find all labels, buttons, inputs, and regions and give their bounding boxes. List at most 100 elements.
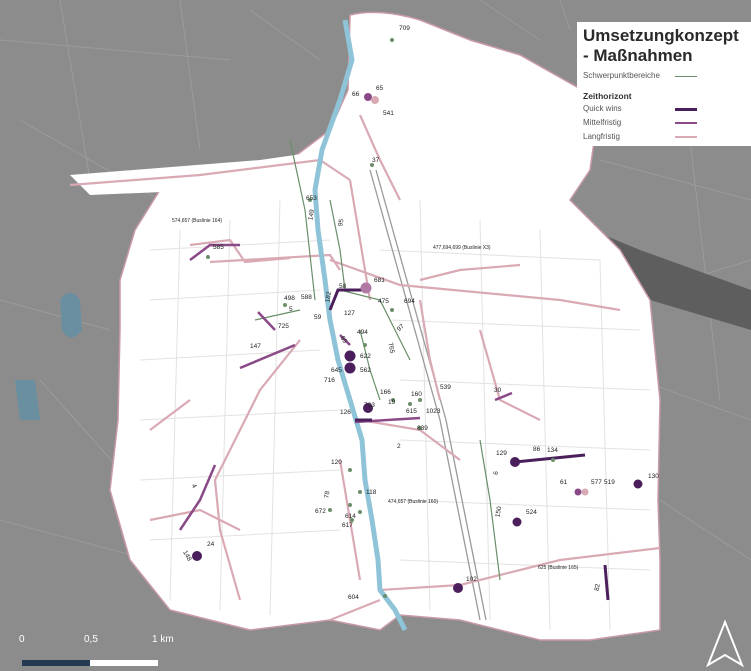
- point-524: [512, 517, 522, 527]
- svg-text:134: 134: [547, 447, 558, 454]
- scale-label-half: 0,5: [84, 634, 98, 645]
- svg-text:24: 24: [207, 541, 215, 548]
- long-term-routes: [69, 114, 661, 622]
- svg-text:148: 148: [181, 550, 193, 563]
- legend-medium-term-label: Mittelfristig: [583, 118, 622, 127]
- svg-text:37: 37: [372, 157, 380, 164]
- svg-text:129: 129: [496, 450, 507, 457]
- svg-text:4: 4: [190, 483, 198, 490]
- svg-text:126: 126: [340, 409, 351, 416]
- svg-text:130: 130: [648, 473, 659, 480]
- northwest-strip: [70, 150, 350, 195]
- svg-text:645: 645: [331, 367, 342, 374]
- svg-text:59: 59: [314, 314, 322, 321]
- svg-text:19: 19: [388, 399, 396, 406]
- legend-title: Umsetzungkonzept - Maßnahmen: [583, 26, 739, 65]
- svg-text:716: 716: [324, 377, 335, 384]
- measure-points: [192, 38, 643, 598]
- legend-focus-label: Schwerpunktbereiche: [583, 71, 660, 80]
- svg-text:725: 725: [278, 323, 289, 330]
- svg-text:160: 160: [411, 391, 422, 398]
- svg-text:498: 498: [284, 295, 295, 302]
- pond-west: [15, 380, 40, 420]
- legend-long-term-label: Langfristig: [583, 132, 620, 141]
- point-577: [581, 488, 589, 496]
- svg-text:127: 127: [344, 310, 355, 317]
- svg-text:604: 604: [348, 594, 359, 601]
- legend-time-horizon: Zeithorizont: [583, 91, 632, 101]
- lake-west: [60, 292, 82, 338]
- svg-text:519: 519: [604, 479, 615, 486]
- svg-text:474,657 (Buslinie 160): 474,657 (Buslinie 160): [388, 499, 438, 505]
- svg-text:681: 681: [374, 277, 385, 284]
- svg-text:617: 617: [342, 522, 353, 529]
- svg-text:95: 95: [337, 218, 345, 227]
- medium-term-routes: [178, 243, 513, 531]
- point-65: [371, 96, 379, 104]
- svg-text:541: 541: [383, 110, 394, 117]
- svg-text:61: 61: [560, 479, 568, 486]
- svg-text:118: 118: [366, 489, 377, 496]
- legend-focus-swatch: [675, 76, 697, 77]
- legend-quick-wins-swatch: [675, 108, 697, 111]
- point-129: [510, 457, 520, 467]
- svg-text:147: 147: [250, 343, 261, 350]
- point-562: [344, 362, 356, 374]
- svg-text:653: 653: [306, 195, 317, 202]
- svg-text:709: 709: [399, 25, 410, 32]
- svg-text:6: 6: [493, 470, 501, 475]
- north-arrow-icon: [706, 619, 744, 668]
- svg-text:614: 614: [345, 513, 356, 520]
- svg-text:477,694,699 (Buslinie X3): 477,694,699 (Buslinie X3): [433, 245, 491, 251]
- svg-text:102: 102: [466, 576, 477, 583]
- svg-text:66: 66: [352, 91, 360, 98]
- svg-text:1023: 1023: [426, 408, 441, 415]
- svg-text:694: 694: [404, 298, 415, 305]
- legend-quick-wins-label: Quick wins: [583, 104, 622, 113]
- rail-lines: [369, 169, 487, 621]
- svg-text:166: 166: [380, 389, 391, 396]
- svg-text:82: 82: [594, 583, 602, 592]
- svg-text:58: 58: [339, 283, 347, 290]
- quick-wins-routes: [328, 288, 610, 601]
- svg-text:639: 639: [417, 425, 428, 432]
- svg-text:65: 65: [376, 85, 384, 92]
- svg-text:97: 97: [396, 323, 406, 333]
- svg-text:585: 585: [213, 244, 224, 251]
- point-130: [633, 479, 643, 489]
- svg-text:588: 588: [301, 294, 312, 301]
- point-681: [360, 282, 372, 294]
- river: [312, 19, 408, 632]
- point-61: [574, 488, 582, 496]
- svg-text:765: 765: [386, 342, 395, 354]
- svg-text:149: 149: [307, 209, 316, 221]
- svg-text:78: 78: [323, 490, 331, 499]
- svg-text:65: 65: [339, 335, 349, 345]
- svg-text:524: 524: [526, 509, 537, 516]
- svg-text:494: 494: [357, 329, 368, 336]
- scale-bar: [22, 660, 158, 666]
- point-24: [192, 551, 202, 561]
- point-102: [453, 583, 463, 593]
- svg-text:574,657 (Buslinie 164): 574,657 (Buslinie 164): [172, 218, 222, 224]
- scale-label-1km: 1 km: [152, 634, 174, 645]
- svg-text:120: 120: [331, 459, 342, 466]
- scale-label-0: 0: [19, 634, 25, 645]
- svg-text:539: 539: [440, 384, 451, 391]
- svg-text:562: 562: [360, 367, 371, 374]
- svg-text:475: 475: [378, 298, 389, 305]
- svg-text:672: 672: [315, 508, 326, 515]
- map-legend: Umsetzungkonzept - Maßnahmen Schwerpunkt…: [577, 22, 751, 146]
- svg-text:615: 615: [406, 408, 417, 415]
- svg-text:86: 86: [533, 446, 541, 453]
- surrounding-streets: [0, 0, 751, 561]
- point-66: [364, 93, 372, 101]
- svg-text:182: 182: [324, 291, 333, 303]
- svg-text:30: 30: [494, 387, 502, 394]
- svg-text:622: 622: [360, 353, 371, 360]
- svg-text:2: 2: [397, 443, 401, 450]
- svg-text:5: 5: [289, 306, 293, 313]
- map-labels: 709 65 66 541 37 653 149 95 574,657 (Bus…: [172, 25, 659, 601]
- svg-text:703: 703: [364, 402, 375, 409]
- point-703: [363, 403, 373, 413]
